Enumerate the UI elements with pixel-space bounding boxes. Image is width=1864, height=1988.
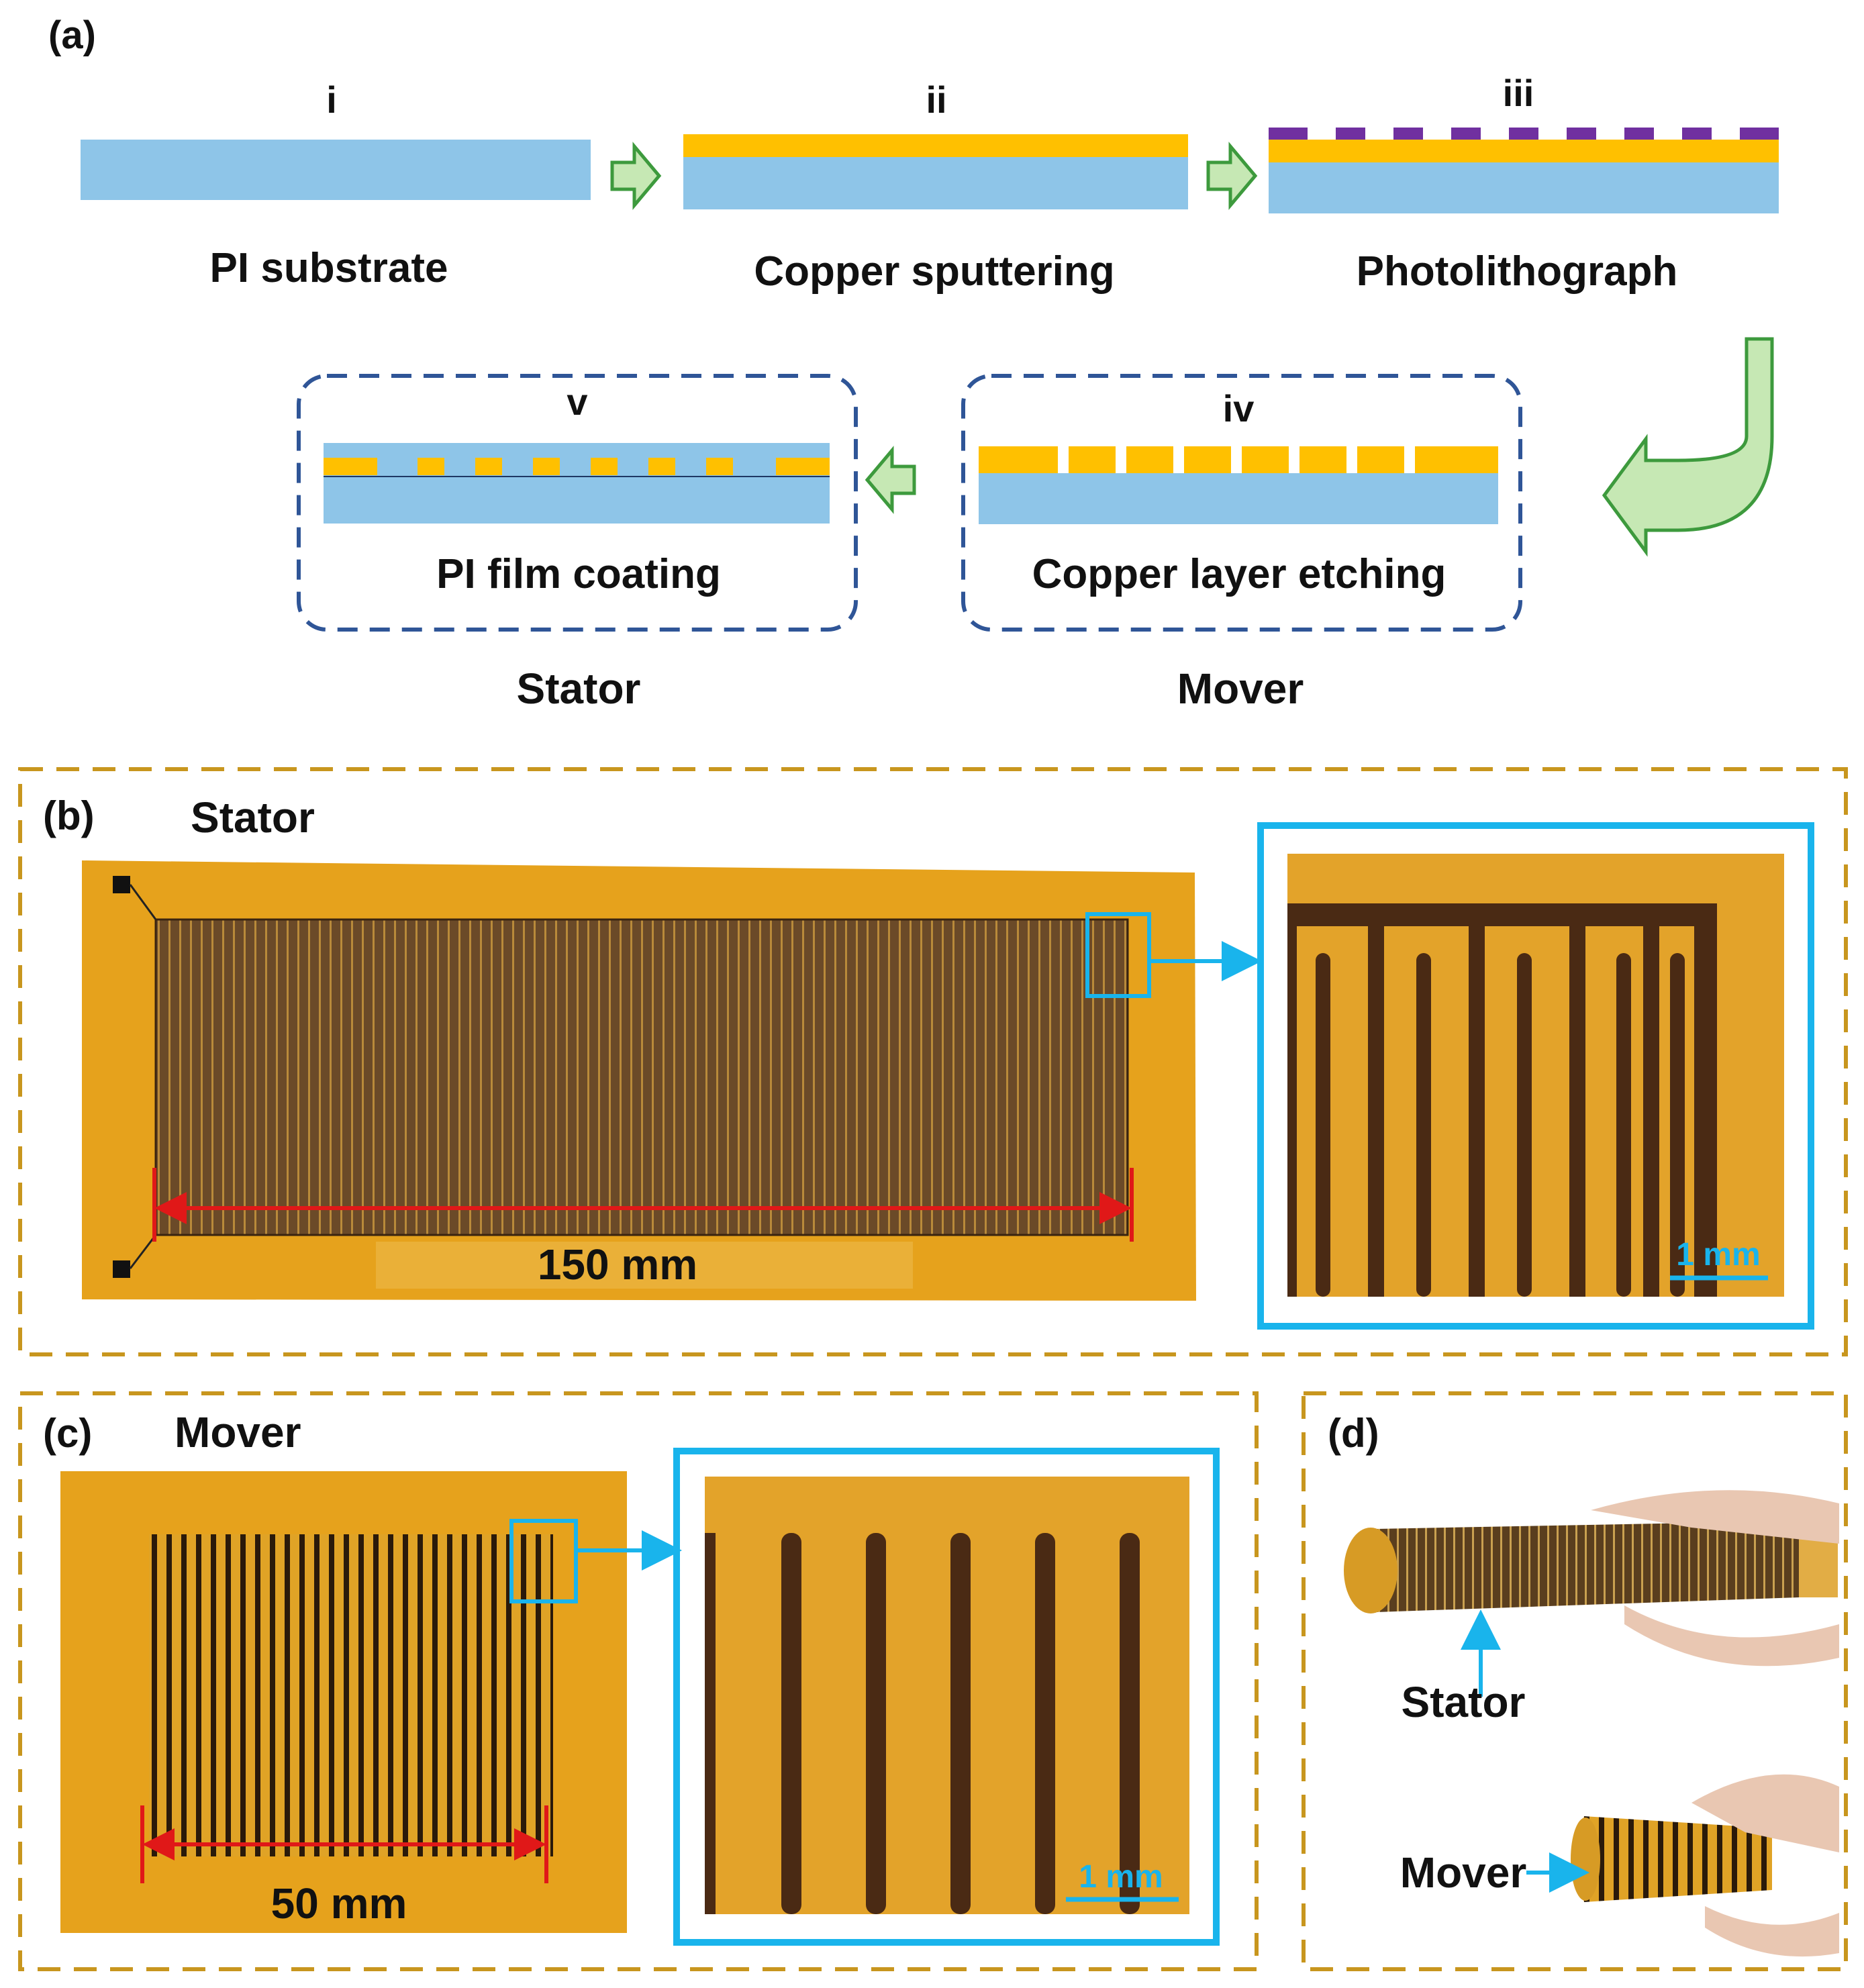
panel-b-label: (b) bbox=[43, 793, 95, 838]
panel-d: (d) Stator Mover bbox=[1302, 1391, 1848, 1971]
stator-zoom-frame bbox=[1257, 822, 1814, 1330]
stator-electrode-array bbox=[156, 920, 1128, 1235]
process-arrow-curved bbox=[1602, 337, 1774, 557]
mover-roll-body bbox=[1577, 1816, 1772, 1902]
stator-photo-label: Stator bbox=[1402, 1678, 1526, 1726]
step-ii-copper-layer bbox=[683, 134, 1188, 157]
process-arrow-1 bbox=[610, 142, 662, 210]
step-ii-pi-layer bbox=[683, 157, 1188, 209]
step-iv-group: iv Copper layer etching bbox=[961, 374, 1522, 632]
panel-c-border bbox=[18, 1391, 1259, 1971]
mover-roll-edge bbox=[1571, 1818, 1600, 1901]
step-v-caption: PI film coating bbox=[436, 551, 721, 597]
step-ii-caption: Copper sputtering bbox=[754, 248, 1114, 295]
stator-terminal-pad-bottom bbox=[113, 1260, 130, 1278]
mover-dimension-label: 50 mm bbox=[271, 1879, 407, 1928]
step-iii-photoresist bbox=[1269, 128, 1779, 140]
panel-b: (b) Stator 150 mm bbox=[18, 767, 1848, 1356]
stator-dimension-label: 150 mm bbox=[538, 1240, 697, 1289]
step-v-bottom-pi-layer bbox=[324, 489, 830, 524]
mover-photo: 50 mm bbox=[60, 1471, 627, 1933]
step-iii-pi-layer bbox=[1269, 162, 1779, 213]
step-i-caption: PI substrate bbox=[210, 245, 448, 291]
step-iv-copper-electrodes bbox=[979, 446, 1498, 473]
stator-scale-bar-label: 1 mm bbox=[1676, 1237, 1760, 1273]
stator-flexed-photo: Stator bbox=[1344, 1490, 1839, 1726]
stator-zoom-bus-bar-end bbox=[1694, 903, 1717, 1297]
panel-b-border bbox=[18, 767, 1848, 1356]
mover-flexed-photo: Mover bbox=[1400, 1774, 1839, 1957]
step-iii-caption: Photolithograph bbox=[1357, 248, 1678, 295]
stator-process-box bbox=[297, 374, 858, 632]
mover-scale-bar-label: 1 mm bbox=[1079, 1859, 1163, 1895]
process-arrow-3 bbox=[865, 446, 916, 514]
stator-zoom-long-fingers bbox=[1287, 926, 1659, 1297]
mover-electrode-array bbox=[149, 1534, 553, 1856]
panel-d-label: (d) bbox=[1328, 1411, 1379, 1456]
step-i: i PI substrate bbox=[81, 79, 591, 291]
mover-group-label: Mover bbox=[1177, 664, 1304, 713]
stator-callout-box bbox=[1085, 912, 1151, 998]
step-iii-numeral: iii bbox=[1503, 72, 1534, 114]
step-iii-copper-layer bbox=[1269, 140, 1779, 162]
panel-a: (a) i PI substrate ii Copper sputtering … bbox=[48, 13, 1779, 713]
step-ii-numeral: ii bbox=[926, 79, 946, 121]
step-v-copper-electrodes bbox=[324, 458, 830, 475]
stator-lead-top bbox=[129, 884, 157, 920]
step-i-numeral: i bbox=[326, 79, 337, 121]
stator-roll-edge bbox=[1344, 1528, 1397, 1613]
step-ii: ii Copper sputtering bbox=[683, 79, 1188, 295]
stator-film-highlight bbox=[376, 1242, 913, 1289]
stator-hand bbox=[1591, 1490, 1839, 1667]
panel-c: (c) Mover 50 mm 1 mm bbox=[18, 1391, 1259, 1971]
stator-lead-bottom bbox=[129, 1234, 157, 1269]
mover-hand bbox=[1691, 1774, 1839, 1957]
panel-d-border bbox=[1302, 1391, 1848, 1971]
stator-group-label: Stator bbox=[517, 664, 641, 713]
panel-b-title: Stator bbox=[191, 793, 315, 842]
stator-zoom-short-fingers bbox=[1316, 953, 1685, 1297]
stator-zoom-inset: 1 mm bbox=[1257, 822, 1814, 1330]
mover-callout-box bbox=[509, 1519, 578, 1603]
panel-a-label: (a) bbox=[48, 13, 96, 57]
stator-electrode-frame bbox=[154, 918, 1129, 1236]
panel-c-title: Mover bbox=[175, 1408, 301, 1456]
stator-terminal-pad-top bbox=[113, 876, 130, 893]
stator-photo: 150 mm bbox=[82, 860, 1196, 1301]
step-v-numeral: v bbox=[567, 381, 587, 423]
mover-zoom-inset: 1 mm bbox=[673, 1448, 1220, 1946]
mover-zoom-frame bbox=[673, 1448, 1220, 1946]
step-iii: iii Photolithograph bbox=[1269, 72, 1779, 295]
mover-zoom-background bbox=[705, 1477, 1189, 1914]
step-v-group: v PI film coating bbox=[297, 374, 858, 632]
stator-roll-body bbox=[1363, 1521, 1799, 1612]
step-iv-pi-layer bbox=[979, 473, 1498, 524]
mover-zoom-fingers bbox=[705, 1533, 1140, 1914]
step-iv-numeral: iv bbox=[1223, 387, 1255, 430]
panel-c-label: (c) bbox=[43, 1411, 92, 1456]
mover-photo-label: Mover bbox=[1400, 1848, 1527, 1897]
step-iv-caption: Copper layer etching bbox=[1032, 551, 1446, 597]
step-v-top-pi-layer bbox=[324, 443, 830, 489]
stator-zoom-bus-bar bbox=[1287, 903, 1717, 926]
mover-process-box bbox=[961, 374, 1522, 632]
step-i-pi-layer bbox=[81, 140, 591, 200]
process-arrow-2 bbox=[1206, 142, 1258, 210]
